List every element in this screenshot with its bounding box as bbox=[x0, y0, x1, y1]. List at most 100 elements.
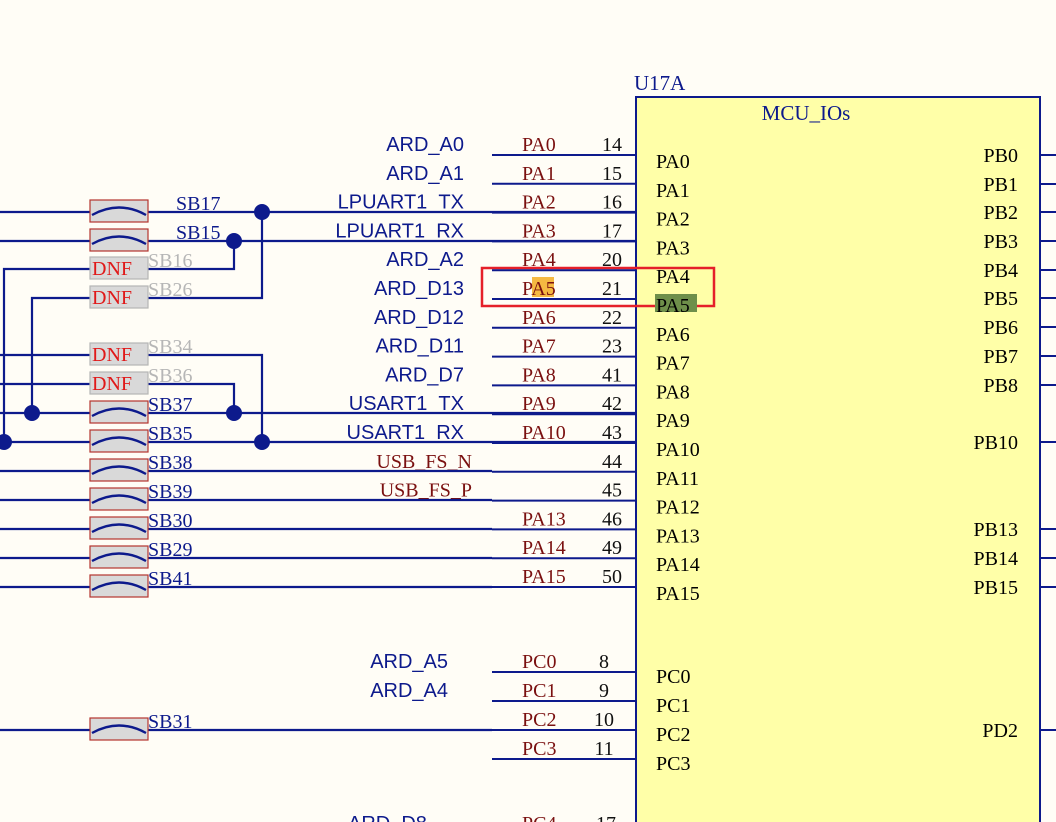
solder-bridge[interactable]: SB17 bbox=[89, 193, 220, 223]
solder-bridge-arc bbox=[91, 436, 147, 447]
solder-bridge-pad bbox=[89, 429, 149, 453]
pin-number: 46 bbox=[602, 508, 622, 530]
solder-bridge-arc bbox=[91, 206, 147, 217]
solder-bridge[interactable]: SB38 bbox=[89, 452, 192, 482]
pin-name: PA14 bbox=[522, 537, 566, 559]
pin-number: 23 bbox=[602, 336, 622, 358]
net-label[interactable]: ARD_D11 bbox=[375, 336, 464, 358]
solder-bridge[interactable]: SB37 bbox=[89, 394, 192, 424]
solder-bridge-pad bbox=[89, 371, 149, 395]
junction-dot bbox=[254, 434, 270, 450]
net-label[interactable]: USB_FS_N bbox=[376, 451, 472, 473]
pin-number: 42 bbox=[602, 393, 622, 415]
solder-bridge-name: SB15 bbox=[176, 222, 220, 244]
inner-pin-label: PC1 bbox=[656, 695, 690, 717]
pin-number: 45 bbox=[602, 480, 622, 502]
inner-pin-label: PC0 bbox=[656, 666, 690, 688]
solder-bridge[interactable]: SB30 bbox=[89, 510, 192, 540]
pin-number: 16 bbox=[602, 192, 622, 214]
net-label[interactable]: LPUART1_TX bbox=[338, 192, 464, 214]
solder-bridge-name: SB37 bbox=[148, 394, 192, 416]
dnf-label: DNF bbox=[92, 344, 132, 366]
solder-bridge-pad bbox=[89, 342, 149, 366]
inner-pin-label: PA10 bbox=[656, 439, 700, 461]
solder-bridge[interactable]: SB39 bbox=[89, 481, 192, 511]
solder-bridge[interactable]: SB15 bbox=[89, 222, 220, 252]
net-label[interactable]: USART1_RX bbox=[347, 422, 464, 444]
right-pin-label: PB10 bbox=[974, 432, 1018, 454]
solder-bridge[interactable]: SB35 bbox=[89, 423, 192, 453]
solder-bridge[interactable]: SB29 bbox=[89, 539, 192, 569]
inner-pin-label: PA7 bbox=[656, 353, 690, 375]
wire-sb26-left[interactable] bbox=[30, 296, 90, 413]
right-pin-label: PB15 bbox=[974, 577, 1018, 599]
pin-name: PA9 bbox=[522, 393, 556, 415]
pin-number: 8 bbox=[599, 651, 609, 673]
junction-dot bbox=[226, 405, 242, 421]
pin-name: PC4 bbox=[522, 813, 556, 822]
pin-name: PC1 bbox=[522, 680, 556, 702]
right-pin-label: PB7 bbox=[984, 346, 1018, 368]
pin-name: PC0 bbox=[522, 651, 556, 673]
solder-bridge-pad bbox=[89, 717, 149, 741]
wire-sb36-link[interactable] bbox=[148, 382, 236, 413]
net-label[interactable]: USART1_TX bbox=[349, 393, 464, 415]
pin-name: PA6 bbox=[522, 307, 556, 329]
net-label[interactable]: ARD_D13 bbox=[374, 278, 464, 300]
solder-bridge-name: SB35 bbox=[148, 423, 192, 445]
pin-name: PA13 bbox=[522, 508, 566, 530]
right-pin-group: PB0PB1PB2PB3PB4PB5PB6PB7PB8PB10PB13PB14P… bbox=[974, 145, 1056, 742]
inner-pin-label: PA2 bbox=[656, 209, 690, 231]
solder-bridge-arc bbox=[91, 724, 147, 735]
pin-name: PA0 bbox=[522, 134, 556, 156]
junction-dot bbox=[0, 434, 12, 450]
right-pin-label: PB0 bbox=[984, 145, 1018, 167]
part-label: MCU_IOs bbox=[762, 101, 851, 125]
solder-bridge-arc bbox=[91, 465, 147, 476]
net-label[interactable]: ARD_A0 bbox=[386, 134, 464, 156]
pin-number: 41 bbox=[602, 364, 622, 386]
wire-sb34-link[interactable] bbox=[148, 353, 264, 442]
left-pin-group-c: 8PC0ARD_A5PC09PC1ARD_A4PC110PC2PC211PC3P… bbox=[370, 651, 690, 775]
solder-bridge[interactable]: SB31 bbox=[89, 711, 192, 741]
wire-sb16-link[interactable] bbox=[148, 241, 236, 271]
net-label[interactable]: ARD_A1 bbox=[386, 163, 464, 185]
net-label[interactable]: LPUART1_RX bbox=[335, 220, 464, 242]
pin-number: 49 bbox=[602, 537, 622, 559]
designator-label: U17A bbox=[634, 71, 686, 95]
mcu-body[interactable] bbox=[635, 96, 1041, 822]
pin-name: PC3 bbox=[522, 738, 556, 760]
net-label[interactable]: ARD_D12 bbox=[374, 307, 464, 329]
junction-dot bbox=[254, 204, 270, 220]
inner-pin-label: PA14 bbox=[656, 554, 700, 576]
inner-pin-label: PA4 bbox=[656, 266, 690, 288]
net-label[interactable]: ARD_A4 bbox=[370, 680, 448, 702]
cutoff-row: ARD_D8PC417 bbox=[348, 813, 616, 822]
pin-number: 11 bbox=[594, 738, 613, 760]
wire-sb26-link[interactable] bbox=[148, 212, 264, 300]
solder-bridge-name: SB26 bbox=[148, 279, 192, 301]
net-label[interactable]: USB_FS_P bbox=[380, 480, 472, 502]
net-label[interactable]: ARD_A5 bbox=[370, 651, 448, 673]
dnf-label: DNF bbox=[92, 258, 132, 280]
net-label[interactable]: ARD_A2 bbox=[386, 249, 464, 271]
pin-number: 9 bbox=[599, 680, 609, 702]
solder-bridge[interactable]: SB41 bbox=[89, 568, 192, 598]
pin-number: 10 bbox=[594, 709, 614, 731]
pin-number: 17 bbox=[602, 220, 622, 242]
solder-bridge-pad bbox=[89, 545, 149, 569]
solder-bridge-pad bbox=[89, 400, 149, 424]
net-label[interactable]: ARD_D7 bbox=[385, 364, 464, 386]
inner-pin-label: PA3 bbox=[656, 237, 690, 259]
inner-pin-label: PC3 bbox=[656, 753, 690, 775]
inner-pin-label: PA6 bbox=[656, 324, 690, 346]
solder-bridge-arc bbox=[91, 552, 147, 563]
solder-bridge-name: SB29 bbox=[148, 539, 192, 561]
solder-bridge-pad bbox=[89, 256, 149, 280]
net-label[interactable]: ARD_D8 bbox=[348, 813, 427, 822]
